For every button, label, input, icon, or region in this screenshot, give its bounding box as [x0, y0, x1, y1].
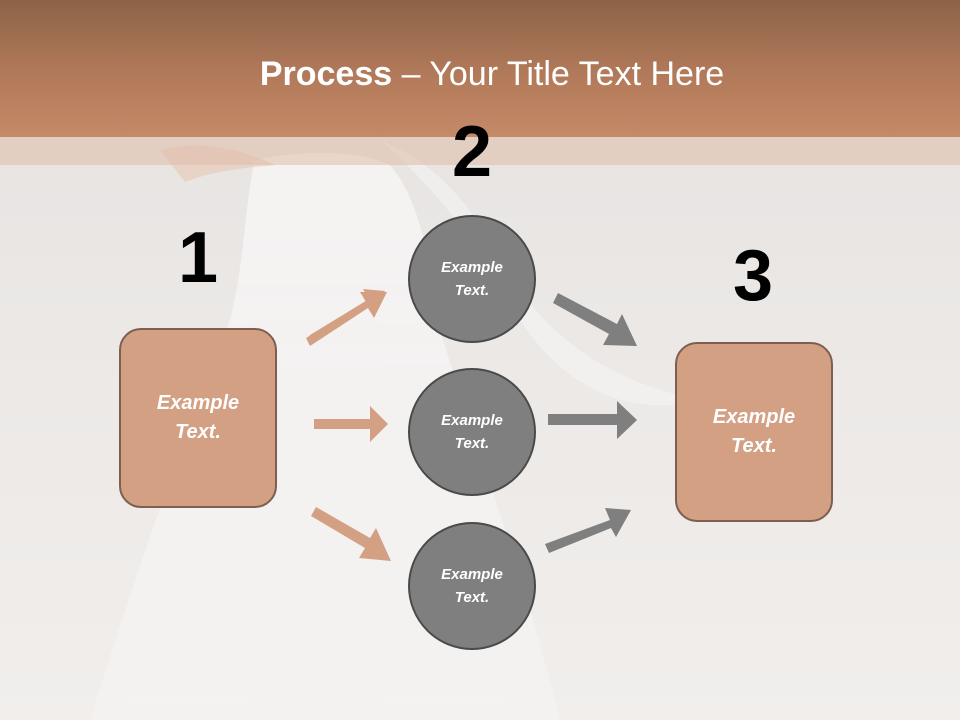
circle-middle-label: Example Text. — [441, 412, 503, 452]
step-number-2: 2 — [451, 112, 493, 192]
step-number-3: 3 — [732, 236, 774, 316]
arrow-left-to-middle — [314, 406, 388, 442]
arrow-left-to-top — [306, 289, 387, 346]
arrow-middle-to-right — [548, 401, 637, 439]
circle-top-label: Example Text. — [441, 259, 503, 299]
title-bar — [0, 0, 960, 137]
circle-bottom-label: Example Text. — [441, 566, 503, 606]
circle-bottom[interactable]: Example Text. — [408, 522, 536, 650]
step-number-1: 1 — [177, 218, 219, 298]
left-box-label: Example Text. — [156, 392, 240, 443]
arrow-top-to-right — [553, 293, 637, 346]
title-rest: – Your Title Text Here — [392, 55, 725, 93]
arrow-left-to-bottom — [311, 507, 391, 561]
title-bold: Process — [259, 55, 393, 93]
title-band — [0, 137, 960, 165]
slide-title: Process – Your Title Text Here — [0, 52, 960, 96]
right-box[interactable]: Example Text. — [675, 342, 833, 522]
circle-top[interactable]: Example Text. — [408, 215, 536, 343]
left-box[interactable]: Example Text. — [119, 328, 277, 508]
circle-middle[interactable]: Example Text. — [408, 368, 536, 496]
right-box-label: Example Text. — [712, 406, 796, 457]
arrow-bottom-to-right — [545, 508, 631, 553]
